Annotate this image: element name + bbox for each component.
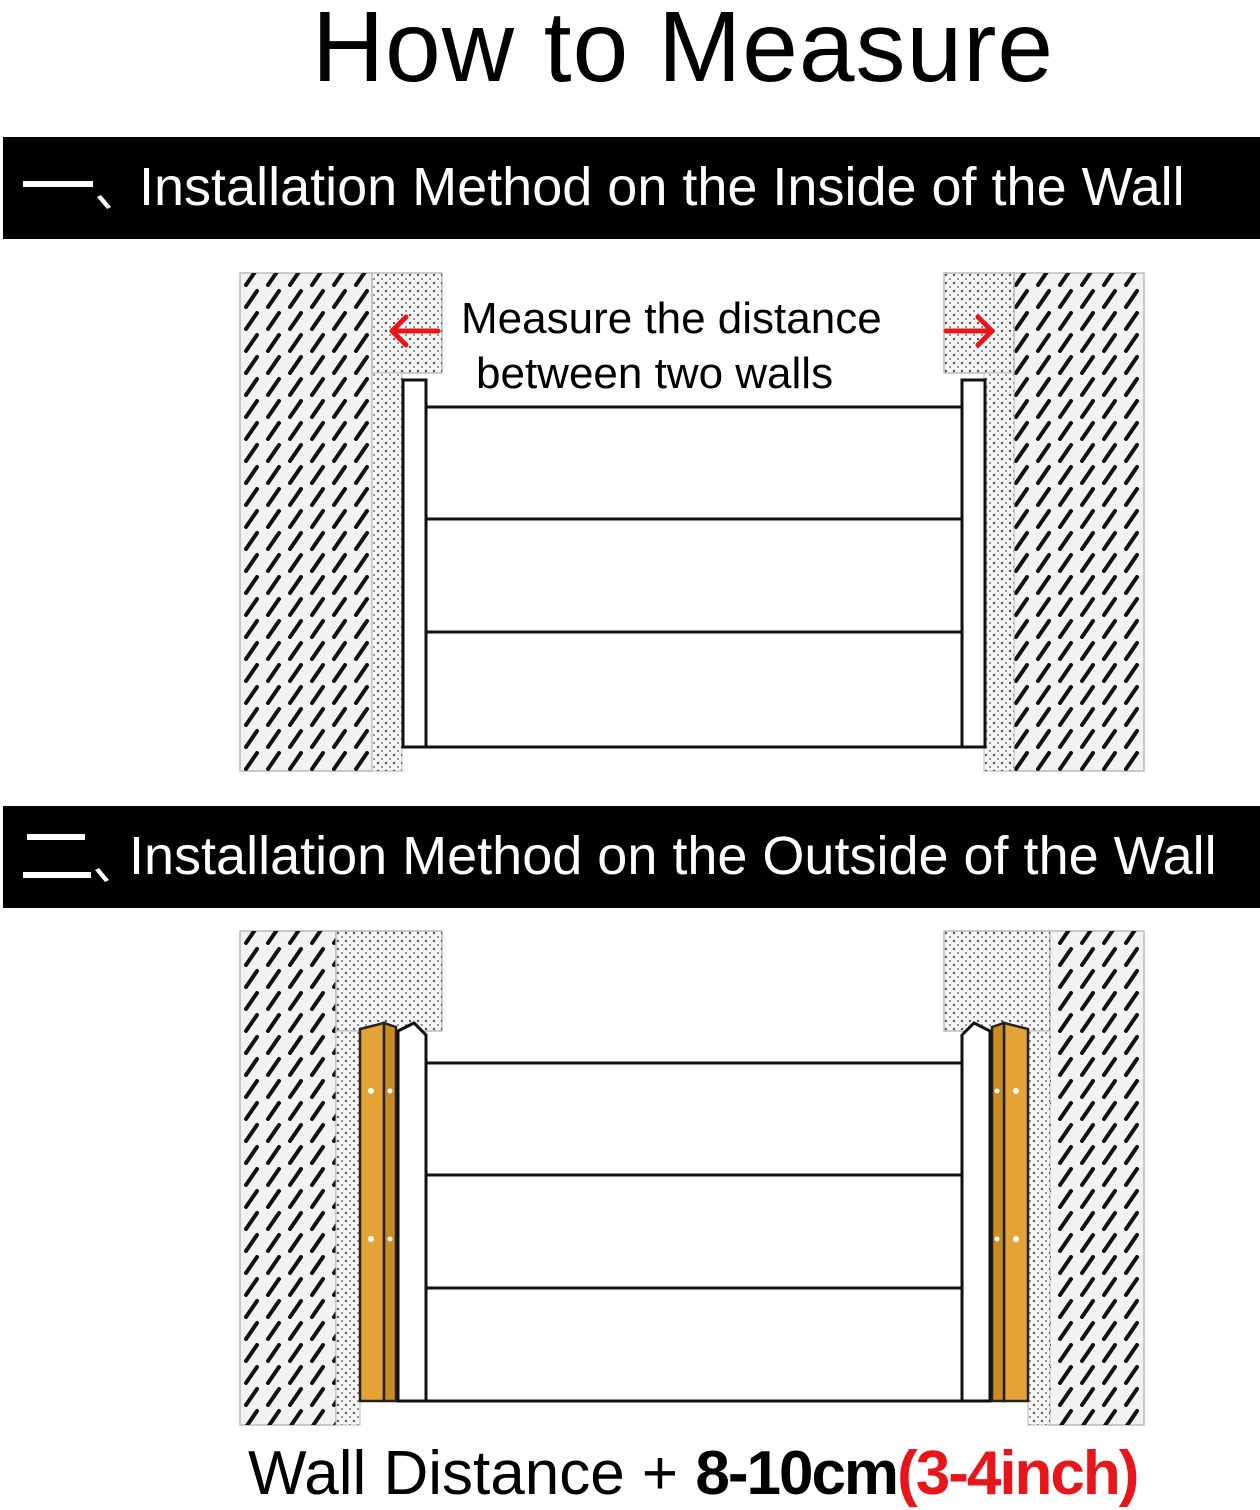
formula-value: 8-10cm	[695, 1439, 899, 1508]
gate-post-right	[960, 378, 987, 749]
section-number-one-icon	[23, 181, 111, 209]
arrow-right-icon	[943, 314, 995, 348]
gate-post-left	[401, 378, 428, 749]
left-wall	[239, 930, 443, 1426]
section-title-outside: Installation Method on the Outside of th…	[129, 826, 1217, 886]
section-header-inside: Installation Method on the Inside of the…	[3, 137, 1260, 239]
gate-panel	[424, 1061, 964, 1403]
measure-arrows	[389, 314, 995, 348]
right-wall	[943, 930, 1145, 1426]
measurement-formula: Wall Distance + 8-10cm(3-4inch)	[248, 1438, 1139, 1510]
inside-installation-diagram	[239, 272, 1145, 772]
gate	[396, 1021, 992, 1403]
wood-board-right	[990, 1021, 1030, 1403]
wood-board-left	[358, 1021, 398, 1403]
formula-prefix: Wall Distance +	[248, 1439, 696, 1508]
section-number-two-icon	[23, 834, 109, 882]
right-wall	[943, 272, 1145, 772]
formula-imperial: (3-4inch)	[897, 1439, 1139, 1508]
outside-installation-diagram	[239, 930, 1145, 1426]
gate-post-left	[396, 1021, 428, 1403]
gate-post-right	[960, 1021, 992, 1403]
page-title: How to Measure	[311, 0, 1055, 103]
measure-instruction-line1: Measure the distance	[461, 294, 882, 343]
gate	[401, 378, 987, 749]
section-header-outside: Installation Method on the Outside of th…	[3, 806, 1260, 908]
section-title-inside: Installation Method on the Inside of the…	[139, 157, 1185, 217]
left-wall	[239, 272, 443, 772]
gate-panel	[424, 405, 964, 749]
arrow-left-icon	[389, 314, 441, 348]
measure-instruction-line2: between two walls	[476, 349, 834, 398]
